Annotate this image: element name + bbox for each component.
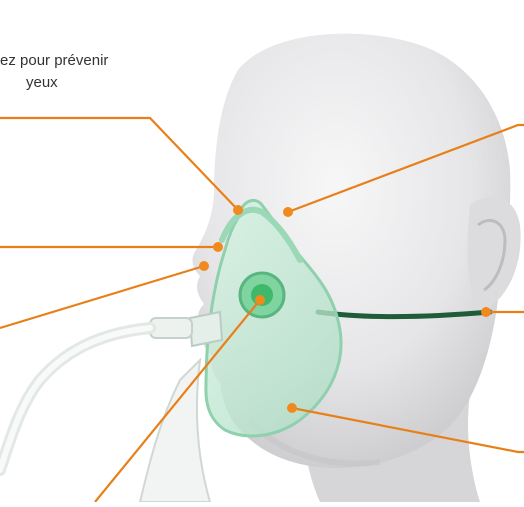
marker-mask-side [213,242,223,252]
marker-strap [481,307,491,317]
callout-label-line2: yeux [26,72,200,94]
marker-mask-top [283,207,293,217]
callout-label-line1: ez pour prévenir [0,50,200,72]
marker-nose-clip [233,205,243,215]
marker-port [199,261,209,271]
marker-mask-rim [287,403,297,413]
callout-label: ez pour prévenir yeux [0,50,200,94]
leader-line-nose-clip [0,118,238,210]
marker-valve [255,295,265,305]
